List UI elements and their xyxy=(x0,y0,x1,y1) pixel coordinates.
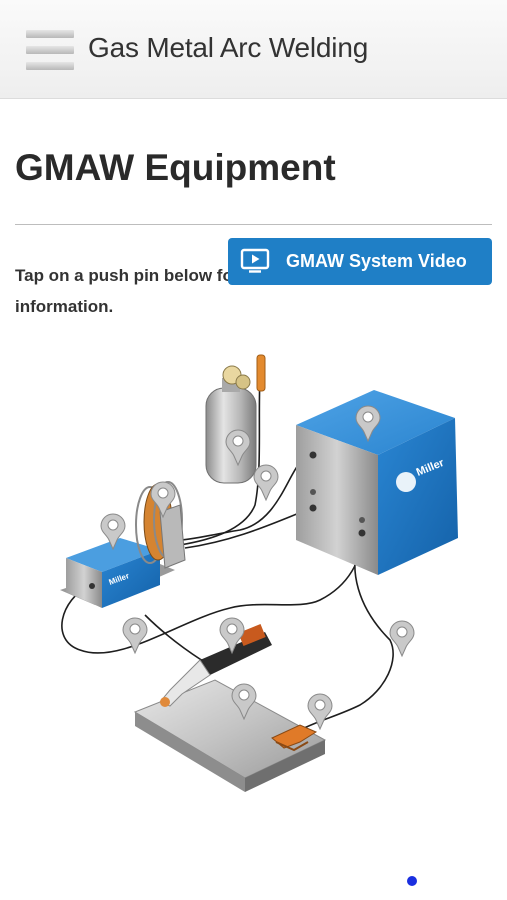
work-clamp xyxy=(271,724,318,752)
title-divider xyxy=(15,224,492,225)
page-title: GMAW Equipment xyxy=(15,147,336,188)
workpiece xyxy=(133,679,327,792)
wire-feeder: Miller xyxy=(60,481,186,608)
video-screen-icon xyxy=(240,248,270,273)
hamburger-menu-icon[interactable] xyxy=(26,30,74,70)
nav-bar: Gas Metal Arc Welding xyxy=(0,0,507,99)
app-title: Gas Metal Arc Welding xyxy=(88,32,369,63)
welding-gun xyxy=(159,624,272,707)
pin-gas-hose[interactable] xyxy=(253,464,279,501)
gas-cylinder xyxy=(205,354,266,484)
gmaw-equipment-diagram: Miller Miller xyxy=(60,354,458,792)
system-video-button[interactable]: GMAW System Video xyxy=(228,238,492,285)
system-video-label: GMAW System Video xyxy=(286,251,467,271)
pin-work-clamp[interactable] xyxy=(307,693,333,730)
pagination-dot[interactable] xyxy=(407,876,417,886)
